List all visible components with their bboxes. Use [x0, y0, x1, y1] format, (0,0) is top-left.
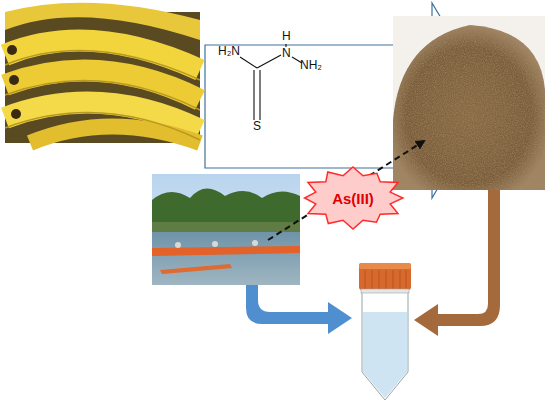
banana-photo — [5, 3, 200, 143]
dashed-arrow — [268, 141, 424, 240]
centrifuge-tube — [359, 263, 411, 400]
powder-photo — [393, 16, 545, 190]
water-arrow — [246, 285, 352, 334]
atom-label: N — [282, 46, 291, 60]
warning-burst: As(III) — [300, 166, 406, 230]
atom-label: H — [282, 29, 291, 43]
node-label: As(III) — [300, 166, 406, 230]
atom-label: S — [253, 119, 261, 133]
atom-label: NH₂ — [300, 58, 322, 72]
sorbent-arrow — [414, 190, 500, 336]
sea-photo — [152, 174, 300, 285]
atom-label: H₂N — [218, 44, 240, 58]
chemical-bonds — [240, 44, 302, 120]
